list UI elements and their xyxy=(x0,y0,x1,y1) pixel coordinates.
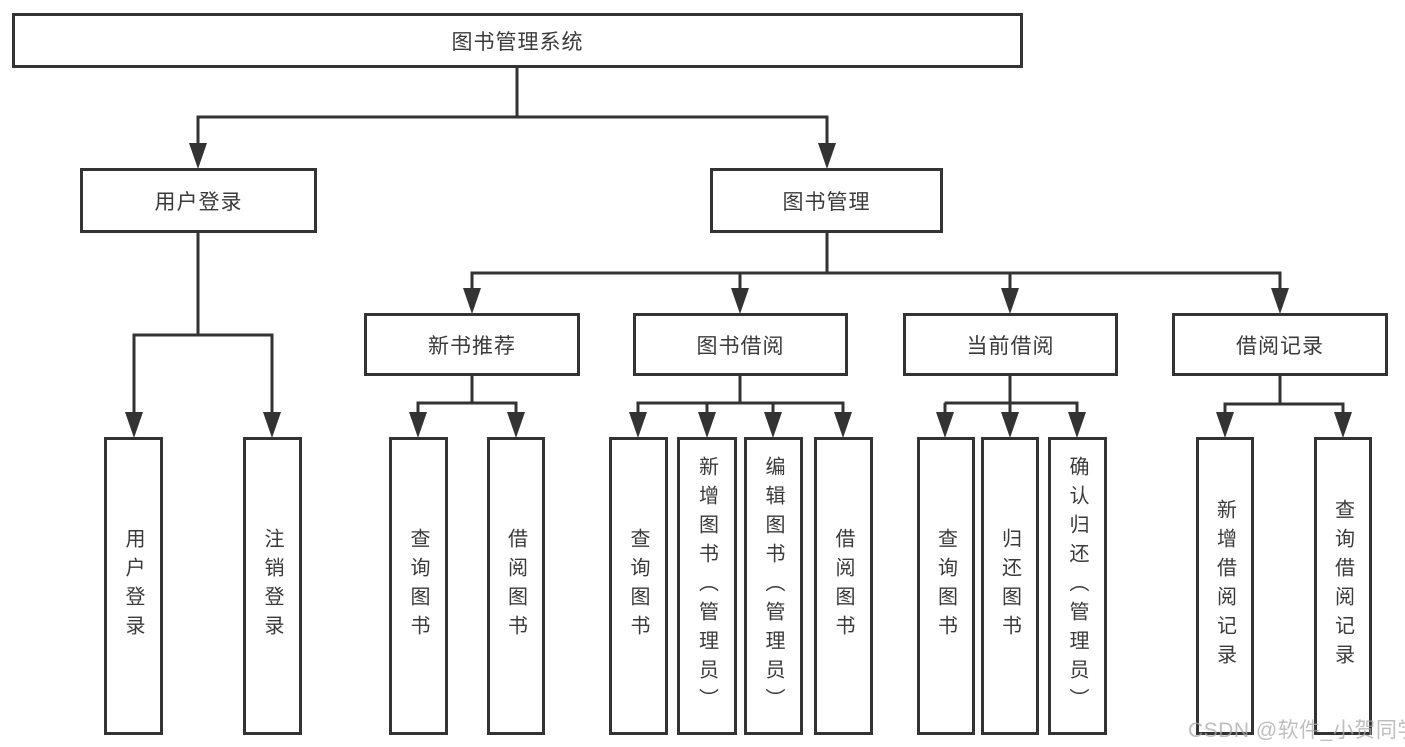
node-book-borrow: 图书借阅 xyxy=(633,313,848,376)
node-label: 借阅图书 xyxy=(832,528,854,644)
node-label: 图书借阅 xyxy=(696,334,785,358)
node-label: 查询借阅记录 xyxy=(1331,499,1354,673)
node-label: 用户登录 xyxy=(122,528,144,644)
node-book-management: 图书管理 xyxy=(710,168,943,233)
node-user-login: 用户登录 xyxy=(80,168,317,233)
node-label: 查询图书 xyxy=(407,528,429,644)
node-label: 查询图书 xyxy=(934,528,957,644)
csdn-watermark: CSDN @软件_小贺同学 xyxy=(1188,719,1405,742)
node-label: 注销登录 xyxy=(261,528,283,644)
leaf-records-add-borrow-record: 新增借阅记录 xyxy=(1196,437,1254,735)
node-label: 图书管理 xyxy=(782,190,871,214)
node-label: 图书管理系统 xyxy=(451,30,584,54)
node-label: 新书推荐 xyxy=(428,334,516,358)
node-label: 确认归还（管理员） xyxy=(1066,455,1088,717)
node-label: 新增图书（管理员） xyxy=(695,455,718,717)
node-label: 借阅图书 xyxy=(504,528,527,644)
arrowheads xyxy=(125,143,1352,438)
leaf-borrow-query-books: 查询图书 xyxy=(609,437,668,735)
node-library-management-system: 图书管理系统 xyxy=(12,13,1023,68)
node-label: 借阅记录 xyxy=(1236,334,1324,358)
leaf-current-return-books: 归还图书 xyxy=(981,437,1039,735)
leaf-borrow-add-books-admin: 新增图书（管理员） xyxy=(677,437,737,735)
leaf-borrow-edit-books-admin: 编辑图书（管理员） xyxy=(744,437,803,735)
node-borrow-records: 借阅记录 xyxy=(1172,313,1388,376)
leaf-recommend-query-books: 查询图书 xyxy=(389,437,448,735)
leaf-current-confirm-return-admin: 确认归还（管理员） xyxy=(1048,437,1107,735)
node-label: 用户登录 xyxy=(154,190,243,214)
leaf-records-query-borrow-record: 查询借阅记录 xyxy=(1314,437,1372,735)
leaf-recommend-borrow-books: 借阅图书 xyxy=(487,437,545,735)
node-new-book-recommend: 新书推荐 xyxy=(364,313,580,376)
leaf-borrow-borrow-books: 借阅图书 xyxy=(814,437,873,735)
node-label: 查询图书 xyxy=(627,528,649,644)
node-label: 归还图书 xyxy=(998,528,1021,644)
node-label: 当前借阅 xyxy=(966,334,1055,358)
leaf-user-login: 用户登录 xyxy=(104,437,163,735)
leaf-logout: 注销登录 xyxy=(243,437,302,735)
leaf-current-query-books: 查询图书 xyxy=(917,437,975,735)
node-current-borrow: 当前借阅 xyxy=(903,313,1118,376)
node-label: 新增借阅记录 xyxy=(1213,499,1236,673)
node-label: 编辑图书（管理员） xyxy=(762,455,784,717)
